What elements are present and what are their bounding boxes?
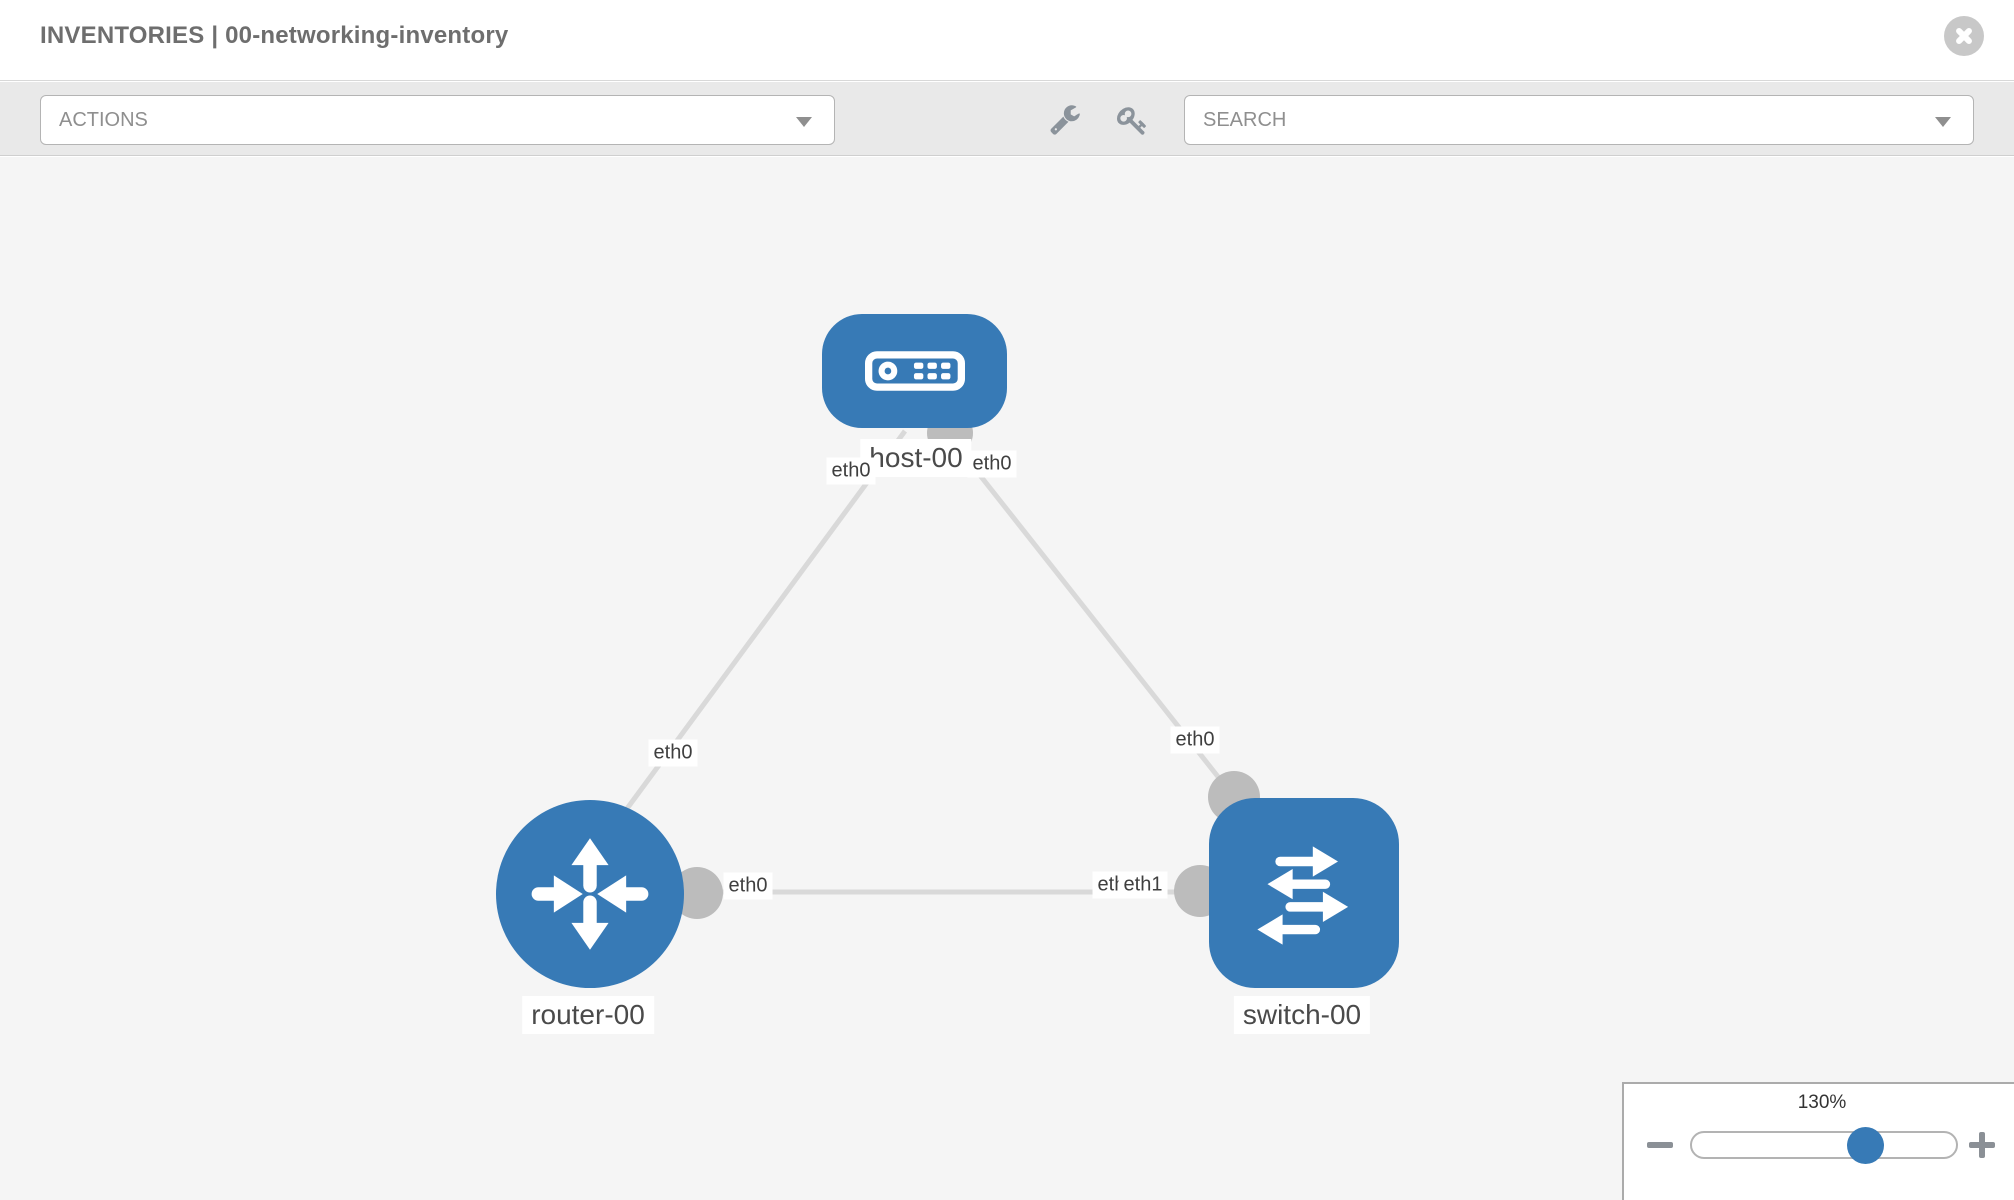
zoom-level-text: 130%: [1797, 1092, 1847, 1113]
interface-dot-router: [671, 867, 723, 919]
link-host-router: [609, 429, 908, 831]
minus-icon: [1647, 1142, 1673, 1148]
router-icon: [531, 838, 649, 950]
node-label-router: router-00: [522, 996, 654, 1034]
node-label-switch: switch-00: [1233, 996, 1371, 1034]
chevron-down-icon: [1935, 117, 1951, 127]
toolbar: ACTIONS SEARCH: [0, 82, 2014, 156]
iface-label-switch-eth1: eth1: [1118, 871, 1168, 899]
iface-label-host-left: eth0: [826, 457, 876, 485]
zoom-slider-track[interactable]: [1690, 1127, 1958, 1164]
search-dropdown[interactable]: SEARCH: [1184, 95, 1974, 145]
node-router[interactable]: [496, 800, 684, 988]
links-layer: [609, 410, 1260, 919]
topology-canvas[interactable]: host-00 router-00 switch-00 eth0 eth0 et…: [0, 157, 2014, 1200]
node-label-host: host-00: [860, 439, 972, 477]
close-icon[interactable]: [1944, 16, 1984, 56]
page-title: INVENTORIES | 00-networking-inventory: [40, 22, 509, 49]
chevron-down-icon: [796, 117, 812, 127]
switch-icon: [1257, 846, 1349, 945]
iface-label-router-right: eth0: [723, 872, 773, 900]
zoom-panel: 130%: [1622, 1082, 2014, 1200]
node-switch[interactable]: [1209, 798, 1399, 988]
zoom-in-button[interactable]: [1965, 1128, 1999, 1162]
key-icon[interactable]: [1117, 105, 1148, 136]
zoom-slider-knob[interactable]: [1847, 1127, 1884, 1164]
plus-icon-vbar: [1979, 1132, 1985, 1158]
iface-label-host-right: eth0: [967, 450, 1017, 478]
iface-label-switch-top: eth0: [1170, 726, 1220, 754]
wrench-icon[interactable]: [1049, 103, 1081, 135]
host-icon: [864, 351, 965, 391]
title-bar: INVENTORIES | 00-networking-inventory: [0, 0, 2014, 81]
search-placeholder: SEARCH: [1203, 109, 1287, 131]
node-host[interactable]: [822, 314, 1007, 428]
zoom-out-button[interactable]: [1643, 1128, 1677, 1162]
actions-dropdown[interactable]: ACTIONS: [40, 95, 835, 145]
iface-label-router-top: eth0: [648, 739, 698, 767]
actions-dropdown-label: ACTIONS: [59, 109, 148, 131]
